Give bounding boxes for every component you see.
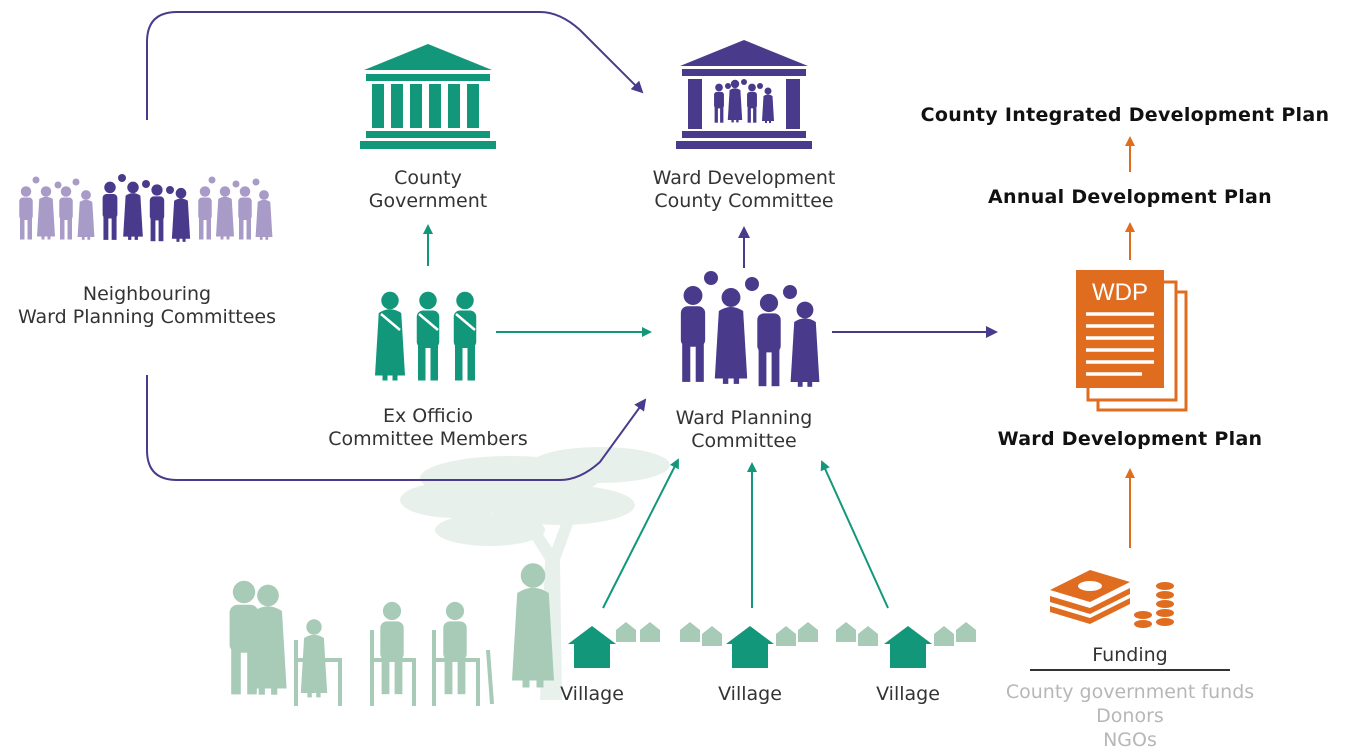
village-3-label: Village (876, 683, 940, 705)
wdp-text: Ward Development Plan (997, 428, 1263, 450)
village-label: Village (698, 683, 802, 706)
village-houses-icon (836, 622, 976, 668)
ward-development-plan-label: Ward Development Plan (960, 428, 1300, 451)
neighbouring-line1: Neighbouring (82, 283, 212, 305)
ex-officio-label: Ex Officio Committee Members (318, 405, 538, 451)
neighbouring-line2: Ward Planning Committees (17, 306, 277, 328)
government-building-icon (360, 44, 496, 149)
funding-sources: County government funds Donors NGOs (980, 680, 1280, 752)
committee-group-icon (680, 271, 820, 387)
annual-development-plan-label: Annual Development Plan (960, 186, 1300, 209)
community-people-icon (229, 563, 554, 706)
arrow-village1-to-wpc (602, 458, 679, 609)
county-government-line1: County (394, 167, 462, 189)
ex-officio-line1: Ex Officio (383, 405, 473, 427)
money-icon (1050, 570, 1174, 628)
county-government-line2: Government (368, 190, 488, 212)
funding-title: Funding (1030, 644, 1230, 671)
village-houses-icon (680, 622, 818, 668)
village-label: Village (540, 683, 644, 706)
wdcc-line2: County Committee (654, 190, 834, 212)
ward-planning-committee-label: Ward Planning Committee (644, 407, 844, 453)
acacia-tree-background (400, 447, 670, 700)
county-integrated-plan-label: County Integrated Development Plan (890, 104, 1360, 127)
county-government-label: County Government (338, 167, 518, 213)
crowd-icon (19, 174, 273, 242)
ward-dev-county-committee-label: Ward Development County Committee (624, 167, 864, 213)
village-houses-icon (568, 622, 660, 668)
neighbouring-link-top (146, 11, 644, 120)
ex-officio-line2: Committee Members (328, 428, 528, 450)
adp-text: Annual Development Plan (988, 186, 1272, 208)
village-2-label: Village (718, 683, 782, 705)
wpc-line1: Ward Planning (675, 407, 813, 429)
assembly-building-people-icon (676, 40, 812, 149)
officials-icon (375, 291, 477, 381)
wpc-line2: Committee (691, 430, 797, 452)
village-1-label: Village (560, 683, 624, 705)
document-stack-icon: WDP (1076, 270, 1188, 412)
neighbouring-link-bottom (146, 375, 647, 481)
neighbouring-label: Neighbouring Ward Planning Committees (0, 283, 294, 329)
funding-source-item: NGOs (1103, 729, 1157, 751)
funding-source-item: County government funds (1005, 681, 1255, 703)
village-label: Village (856, 683, 960, 706)
wdp-badge: WDP (1092, 279, 1148, 306)
funding-title-text: Funding (1030, 644, 1230, 671)
funding-source-item: Donors (1096, 705, 1164, 727)
wdcc-line1: Ward Development (652, 167, 836, 189)
cidp-text: County Integrated Development Plan (920, 104, 1330, 126)
arrow-village3-to-wpc (820, 460, 889, 609)
